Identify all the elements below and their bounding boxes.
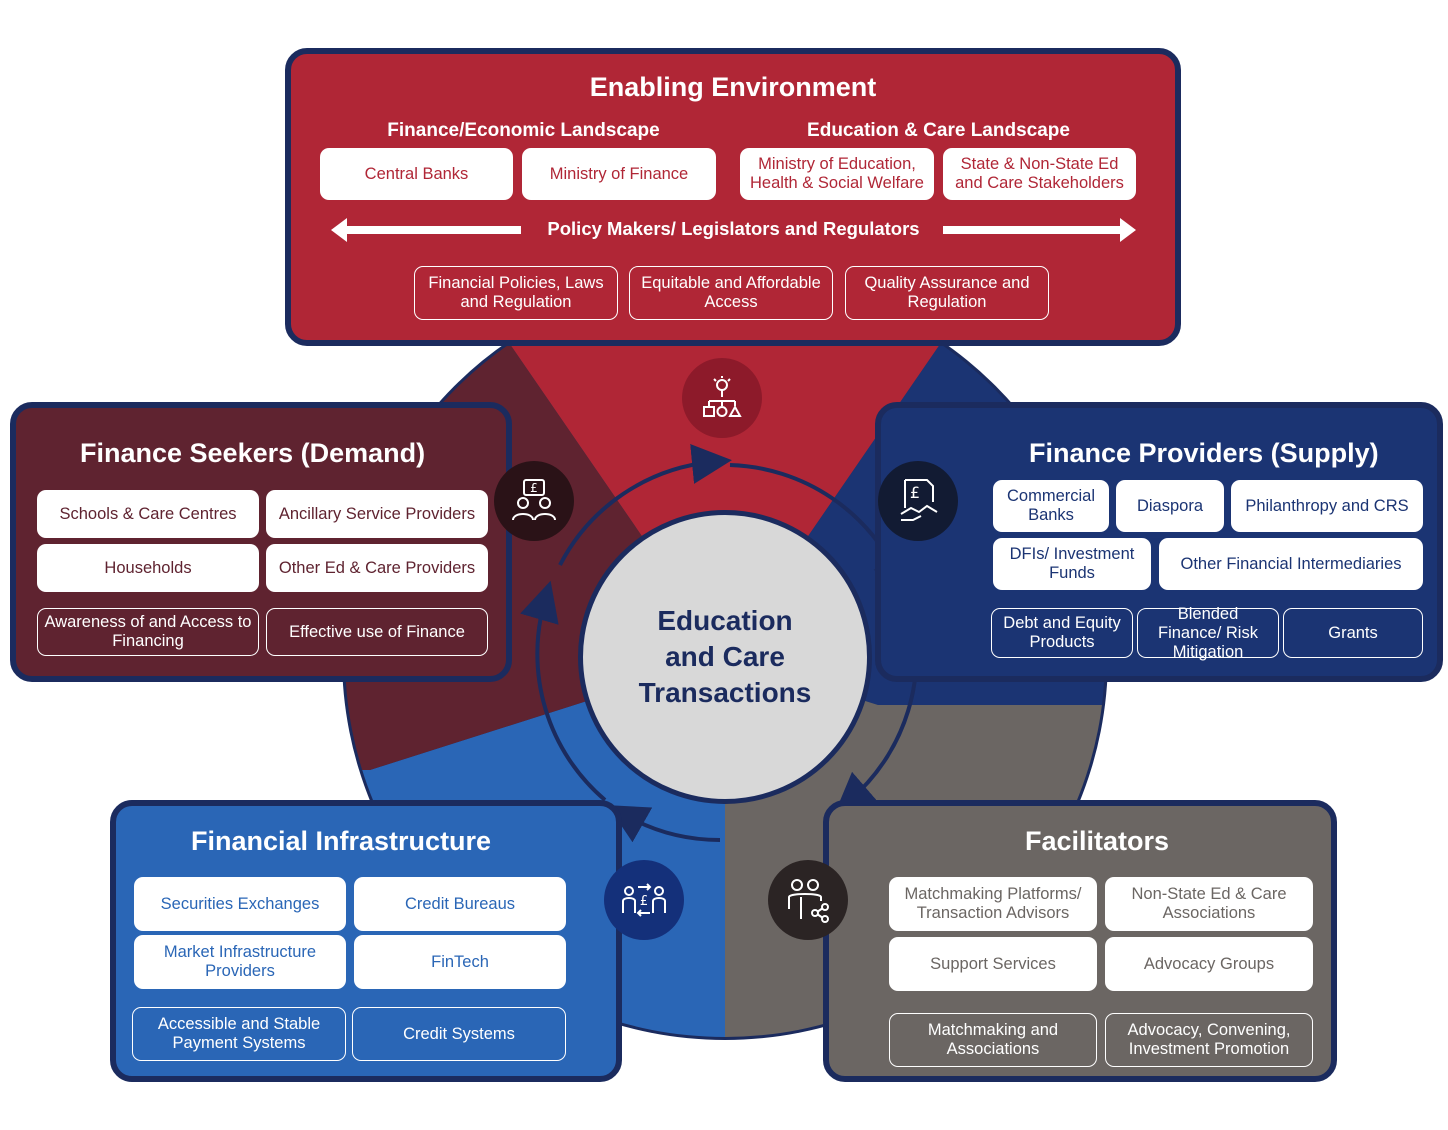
non-state-associations-box: Non-State Ed & Care Associations: [1105, 877, 1313, 931]
finance-providers-panel: Finance Providers (Supply) Commercial Ba…: [875, 402, 1443, 682]
enabling-environment-title: Enabling Environment: [589, 72, 877, 102]
ministry-education-box: Ministry of Education, Health & Social W…: [740, 148, 934, 200]
cycle-arrow: [558, 444, 732, 566]
lightbulb-network-icon: [682, 358, 762, 438]
financial-infrastructure-title: Financial Infrastructure: [191, 826, 492, 856]
schools-box: Schools & Care Centres: [37, 490, 259, 538]
blended-finance-box: Blended Finance/ Risk Mitigation: [1137, 605, 1279, 661]
financial-infrastructure-panel: Financial Infrastructure Securities Exch…: [110, 800, 622, 1082]
fintech-box: FinTech: [354, 935, 566, 989]
cycle-arrow: [520, 580, 607, 802]
support-services-box: Support Services: [889, 937, 1097, 991]
ministry-finance-box: Ministry of Finance: [522, 148, 716, 200]
market-infrastructure-box: Market Infrastructure Providers: [134, 935, 346, 989]
pound-document-handshake-icon: £: [878, 461, 958, 541]
matchmaking-platforms-box: Matchmaking Platforms/ Transaction Advis…: [889, 877, 1097, 931]
commercial-banks-box: Commercial Banks: [993, 480, 1109, 532]
pound-chat-people-icon: £: [494, 461, 574, 541]
center-line-3: Transactions: [638, 677, 812, 708]
policy-makers-row: Policy Makers/ Legislators and Regulator…: [331, 214, 1136, 246]
people-exchange-icon: £: [604, 860, 684, 940]
matchmaking-associations-box: Matchmaking and Associations: [889, 1013, 1097, 1067]
grants-box: Grants: [1283, 608, 1423, 658]
advocacy-convening-box: Advocacy, Convening, Investment Promotio…: [1105, 1013, 1313, 1067]
central-banks-box: Central Banks: [320, 148, 513, 200]
finance-seekers-title: Finance Seekers (Demand): [80, 438, 426, 468]
credit-bureaus-box: Credit Bureaus: [354, 877, 566, 931]
cycle-arrow: [607, 805, 721, 843]
effective-use-box: Effective use of Finance: [266, 608, 488, 656]
policy-makers-label: Policy Makers/ Legislators and Regulator…: [547, 218, 920, 239]
finance-landscape-title: Finance/Economic Landscape: [387, 120, 660, 141]
finance-providers-title: Finance Providers (Supply): [1029, 438, 1379, 468]
facilitators-title: Facilitators: [1025, 826, 1170, 856]
equitable-access-box: Equitable and Affordable Access: [629, 266, 833, 320]
dfis-box: DFIs/ Investment Funds: [993, 538, 1151, 590]
quality-assurance-box: Quality Assurance and Regulation: [845, 266, 1049, 320]
financial-policies-box: Financial Policies, Laws and Regulation: [414, 266, 618, 320]
education-care-transactions-center: Education and Care Transactions: [578, 510, 872, 804]
other-intermediaries-box: Other Financial Intermediaries: [1159, 538, 1423, 590]
debt-equity-box: Debt and Equity Products: [991, 608, 1133, 658]
credit-systems-box: Credit Systems: [352, 1007, 566, 1061]
diaspora-box: Diaspora: [1116, 480, 1224, 532]
state-stakeholders-box: State & Non-State Ed and Care Stakeholde…: [943, 148, 1136, 200]
philanthropy-box: Philanthropy and CRS: [1231, 480, 1423, 532]
other-providers-box: Other Ed & Care Providers: [266, 544, 488, 592]
enabling-environment-panel: Enabling Environment Finance/Economic La…: [285, 48, 1181, 346]
center-line-2: and Care: [665, 641, 785, 672]
finance-seekers-panel: Finance Seekers (Demand) Schools & Care …: [10, 402, 512, 682]
advocacy-groups-box: Advocacy Groups: [1105, 937, 1313, 991]
education-landscape-title: Education & Care Landscape: [807, 120, 1070, 141]
securities-exchanges-box: Securities Exchanges: [134, 877, 346, 931]
people-network-icon: [768, 860, 848, 940]
households-box: Households: [37, 544, 259, 592]
facilitators-panel: Facilitators Matchmaking Platforms/ Tran…: [823, 800, 1337, 1082]
awareness-access-box: Awareness of and Access to Financing: [37, 608, 259, 656]
ancillary-box: Ancillary Service Providers: [266, 490, 488, 538]
double-arrow-icon: [331, 218, 1136, 242]
svg-text:£: £: [530, 481, 538, 495]
center-line-1: Education: [657, 605, 793, 636]
svg-text:£: £: [910, 483, 920, 502]
svg-text:£: £: [640, 894, 648, 909]
enabling-wedge: [505, 337, 945, 657]
payment-systems-box: Accessible and Stable Payment Systems: [132, 1007, 346, 1061]
